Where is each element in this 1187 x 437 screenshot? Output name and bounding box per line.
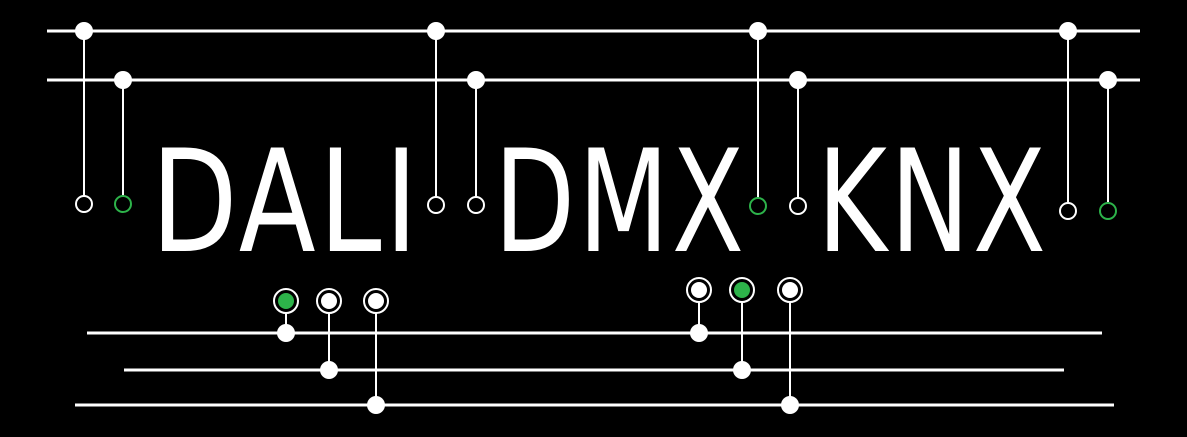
junction-dot [1059, 22, 1077, 40]
terminal-ring-green [749, 197, 767, 215]
top-bus-lines [47, 29, 1140, 82]
junction-dot [467, 71, 485, 89]
bottom-bus-lines [75, 331, 1114, 407]
top-junction-dots [75, 22, 1117, 89]
junction-dot [367, 396, 385, 414]
terminal-ring-white [467, 196, 485, 214]
protocol-words: DALI DMX KNX [151, 120, 1049, 285]
lamp-white [782, 282, 798, 298]
lamp-green [278, 293, 294, 309]
junction-dot [427, 22, 445, 40]
terminal-ring-white [789, 197, 807, 215]
terminal-ring-white [1059, 202, 1077, 220]
junction-dot [320, 361, 338, 379]
bottom-rise-wires [285, 298, 791, 405]
terminal-ring-green [1099, 202, 1117, 220]
terminal-ring-green [114, 195, 132, 213]
terminal-ring-white [427, 196, 445, 214]
terminal-ring-white [75, 195, 93, 213]
lamp-white [321, 293, 337, 309]
lamp-white [691, 282, 707, 298]
word-knx: KNX [817, 120, 1049, 285]
junction-dot [1099, 71, 1117, 89]
junction-dot [75, 22, 93, 40]
bottom-junction-dots [277, 324, 799, 414]
junction-dot [277, 324, 295, 342]
word-dali: DALI [151, 120, 421, 285]
junction-dot [690, 324, 708, 342]
junction-dot [789, 71, 807, 89]
lamp-white [368, 293, 384, 309]
junction-dot [749, 22, 767, 40]
indicator-lamps-left [273, 288, 389, 314]
word-dmx: DMX [494, 120, 747, 285]
top-terminal-rings [75, 195, 1117, 220]
junction-dot [114, 71, 132, 89]
junction-dot [733, 361, 751, 379]
lamp-green [734, 282, 750, 298]
indicator-lamps-right [686, 277, 803, 303]
junction-dot [781, 396, 799, 414]
top-drop-wires [83, 31, 1109, 203]
